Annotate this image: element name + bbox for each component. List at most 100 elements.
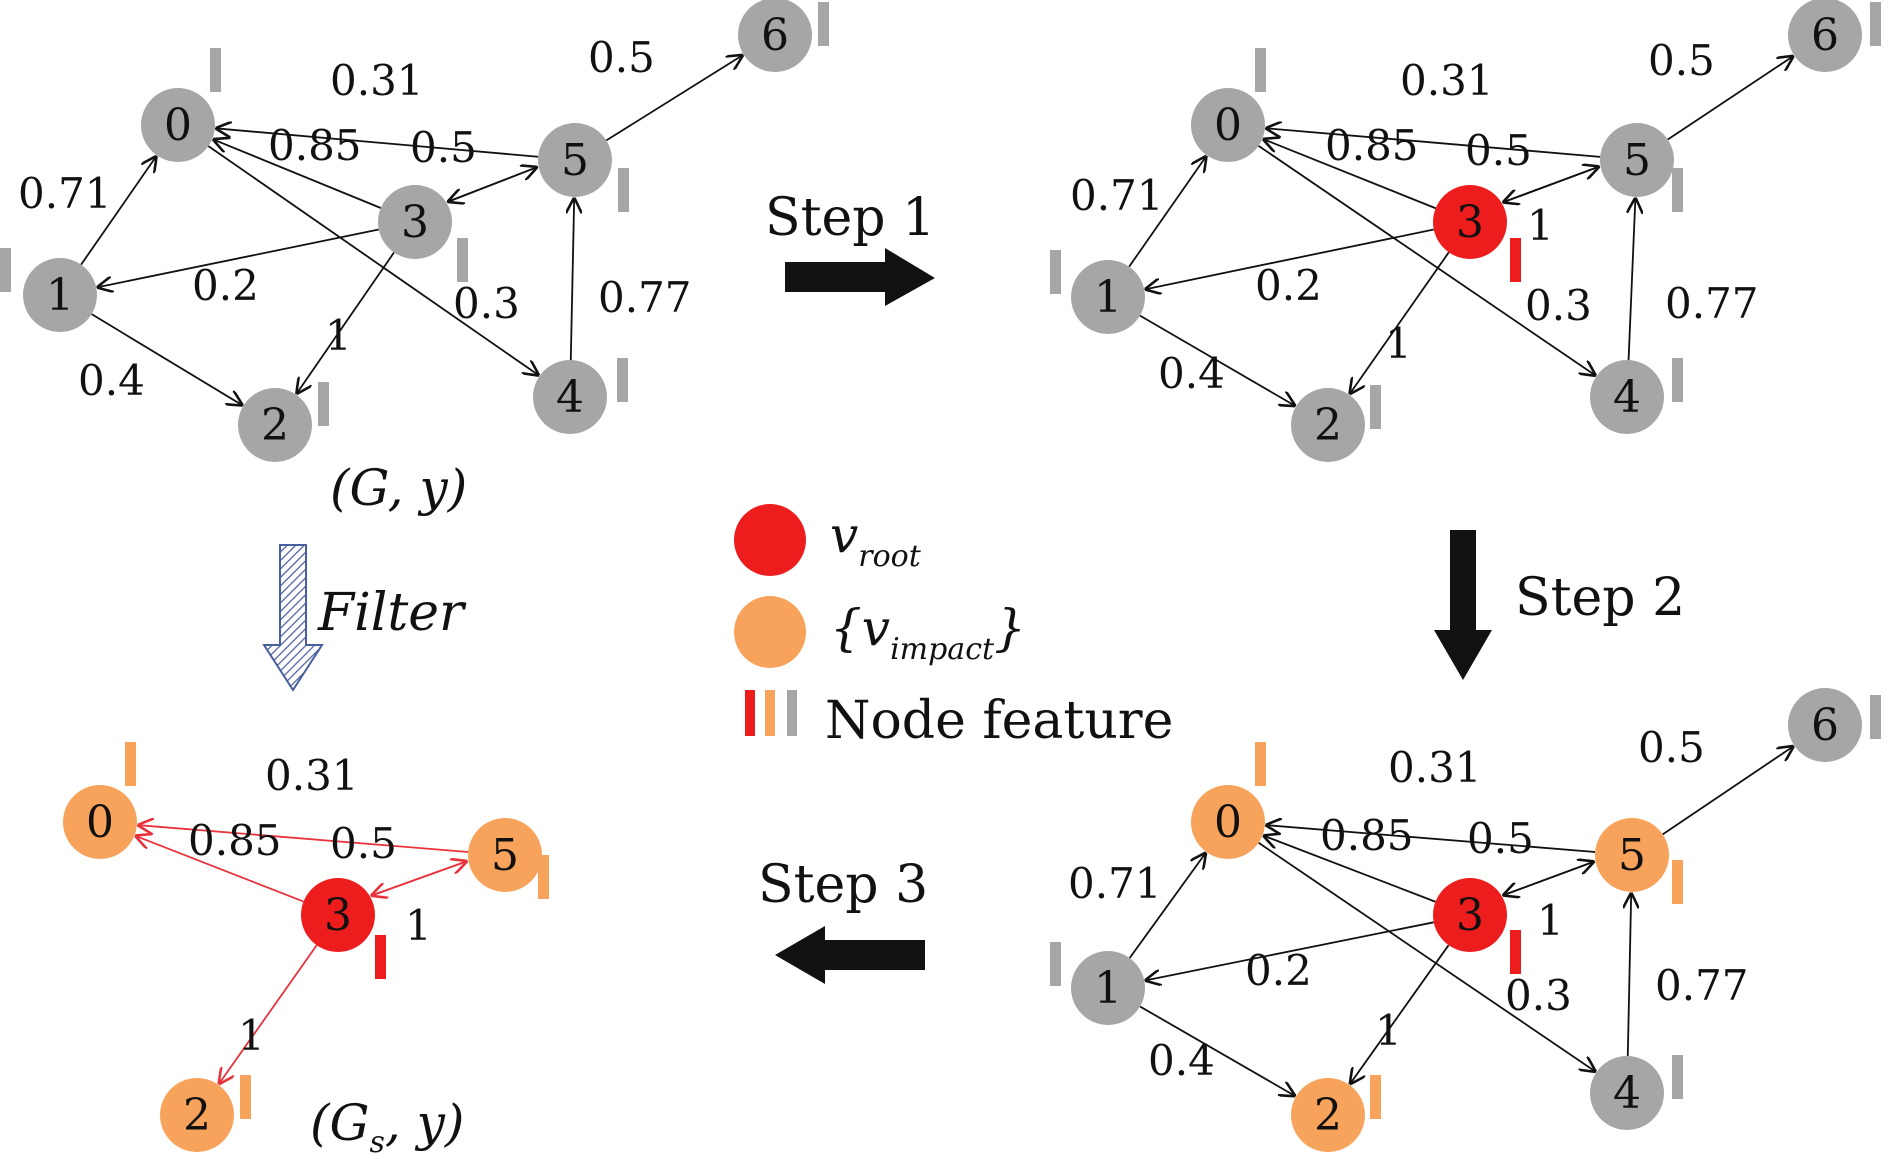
original-feature-bar-6 bbox=[818, 2, 829, 46]
subgraph-feature-bar-0 bbox=[125, 742, 136, 786]
original-node-label-0: 0 bbox=[164, 100, 192, 151]
step1-edge-3-2 bbox=[1350, 251, 1450, 393]
step2-edge-1-0 bbox=[1128, 854, 1205, 959]
step1-edge-label-3-1: 0.2 bbox=[1255, 261, 1322, 310]
filter-arrow bbox=[262, 544, 324, 692]
step2-feature-bar-1 bbox=[1050, 942, 1061, 986]
step1-edge-label-1-0: 0.71 bbox=[1070, 171, 1164, 220]
subgraph-node-label-2: 2 bbox=[183, 1090, 211, 1141]
step2-edge-label-3-0: 0.85 bbox=[1320, 811, 1414, 860]
original-node-label-4: 4 bbox=[556, 372, 584, 423]
step3-arrow bbox=[775, 926, 925, 984]
subgraph-node-2 bbox=[160, 1078, 234, 1152]
legend: vroot {vimpact} Node feature bbox=[734, 504, 1173, 751]
step1-node-label-4: 4 bbox=[1613, 372, 1641, 423]
step1-feature-bar-1 bbox=[1050, 250, 1061, 294]
step2-node-6 bbox=[1788, 688, 1862, 762]
step1-node-label-6: 6 bbox=[1811, 10, 1839, 61]
subgraph-edge-label-3-0: 0.85 bbox=[188, 816, 282, 865]
step1-edge-label-3-2: 1 bbox=[1385, 319, 1412, 368]
original-edge-5-0 bbox=[217, 128, 539, 158]
subgraph-feature-bar-2 bbox=[240, 1075, 251, 1119]
original-edge-5-6 bbox=[605, 56, 742, 142]
step2-node-label-6: 6 bbox=[1811, 700, 1839, 751]
step1-edge-5-3 bbox=[1504, 165, 1601, 202]
step1-feature-bar-2 bbox=[1370, 385, 1381, 429]
step1-node-4 bbox=[1590, 360, 1664, 434]
original-node-label-6: 6 bbox=[761, 10, 789, 61]
step1-edge-5-0 bbox=[1267, 128, 1601, 158]
step1-node-label-2: 2 bbox=[1314, 400, 1342, 451]
step2-edge-1-2 bbox=[1139, 1005, 1294, 1095]
subgraph-edge-label-3-2: 1 bbox=[238, 1011, 265, 1060]
step2-node-2 bbox=[1291, 1078, 1365, 1152]
subgraph-edge-label-5-3: 1 bbox=[405, 901, 432, 950]
step1-arrow bbox=[785, 248, 935, 306]
original-node-label-2: 2 bbox=[261, 400, 289, 451]
step2-feature-bar-6 bbox=[1870, 695, 1881, 739]
original-node-2 bbox=[238, 388, 312, 462]
step2-feature-bar-5 bbox=[1672, 860, 1683, 904]
original-edge-label-5-0: 0.31 bbox=[330, 56, 424, 105]
legend-feature-orange bbox=[765, 690, 775, 736]
step2-edge-4-5 bbox=[1628, 894, 1631, 1057]
step2-node-label-5: 5 bbox=[1618, 830, 1646, 881]
original-edge-1-0 bbox=[80, 157, 156, 266]
step1-edge-3-0 bbox=[1264, 140, 1436, 210]
caption-subgraph: (Gs, y) bbox=[310, 1094, 464, 1159]
legend-feature-label: Node feature bbox=[825, 691, 1173, 751]
step2-edge-label-5-3: 1 bbox=[1537, 896, 1564, 945]
step2-node-1 bbox=[1071, 951, 1145, 1025]
step2-node-4 bbox=[1590, 1056, 1664, 1130]
step1-feature-bar-0 bbox=[1255, 48, 1266, 92]
step2-edge-3-0 bbox=[1264, 836, 1436, 903]
original-feature-bar-2 bbox=[318, 382, 329, 426]
legend-root-label: vroot bbox=[830, 506, 922, 574]
original-node-6 bbox=[738, 0, 812, 72]
step2-edge-5-6 bbox=[1662, 747, 1793, 836]
original-edge-label-3-5: 0.5 bbox=[410, 123, 477, 172]
original-node-label-3: 3 bbox=[401, 197, 429, 248]
subgraph-node-5 bbox=[468, 818, 542, 892]
filter-label: Filter bbox=[317, 583, 467, 643]
legend-feature-gray bbox=[787, 690, 797, 736]
original-edge-label-5-6: 0.5 bbox=[588, 33, 655, 82]
step2-node-label-1: 1 bbox=[1094, 963, 1122, 1014]
original-node-0 bbox=[141, 88, 215, 162]
step2-node-label-2: 2 bbox=[1314, 1090, 1342, 1141]
step2-node-0 bbox=[1191, 785, 1265, 859]
step2-edge-label-3-2: 1 bbox=[1375, 1006, 1402, 1055]
step1-node-6 bbox=[1788, 0, 1862, 72]
subgraph-node-3 bbox=[301, 878, 375, 952]
step2-node-5 bbox=[1595, 818, 1669, 892]
step2-edge-label-0-4: 0.3 bbox=[1505, 971, 1572, 1020]
original-edge-0-4 bbox=[207, 145, 538, 375]
original-node-5 bbox=[538, 123, 612, 197]
step2-feature-bar-0 bbox=[1255, 742, 1266, 786]
subgraph-node-label-5: 5 bbox=[491, 830, 519, 881]
step1-feature-bar-4 bbox=[1672, 358, 1683, 402]
subgraph-edge-5-3 bbox=[372, 860, 469, 895]
step2-edge-label-3-1: 0.2 bbox=[1245, 946, 1312, 995]
original-edge-3-0 bbox=[214, 140, 382, 209]
original-edge-label-3-1: 0.2 bbox=[192, 261, 259, 310]
original-node-3 bbox=[378, 185, 452, 259]
original-edge-3-1 bbox=[98, 228, 379, 287]
step2-edge-3-1 bbox=[1146, 921, 1434, 980]
step1-node-label-1: 1 bbox=[1094, 272, 1122, 323]
step1-node-label-3: 3 bbox=[1456, 197, 1484, 248]
subgraph-edge-3-0 bbox=[136, 836, 304, 903]
step1-node-2 bbox=[1291, 388, 1365, 462]
step2-node-3 bbox=[1433, 878, 1507, 952]
original-edge-label-3-0: 0.85 bbox=[268, 121, 362, 170]
original-feature-bar-0 bbox=[210, 48, 221, 92]
caption-subgraph-tail: , y) bbox=[385, 1094, 465, 1152]
original-edge-label-1-2: 0.4 bbox=[78, 356, 145, 405]
step2-edge-label-1-2: 0.4 bbox=[1148, 1036, 1215, 1085]
step2-feature-bar-4 bbox=[1672, 1055, 1683, 1099]
original-edge-label-1-0: 0.71 bbox=[18, 169, 112, 218]
step1-feature-bar-5 bbox=[1672, 168, 1683, 212]
step2-arrow bbox=[1434, 530, 1492, 680]
